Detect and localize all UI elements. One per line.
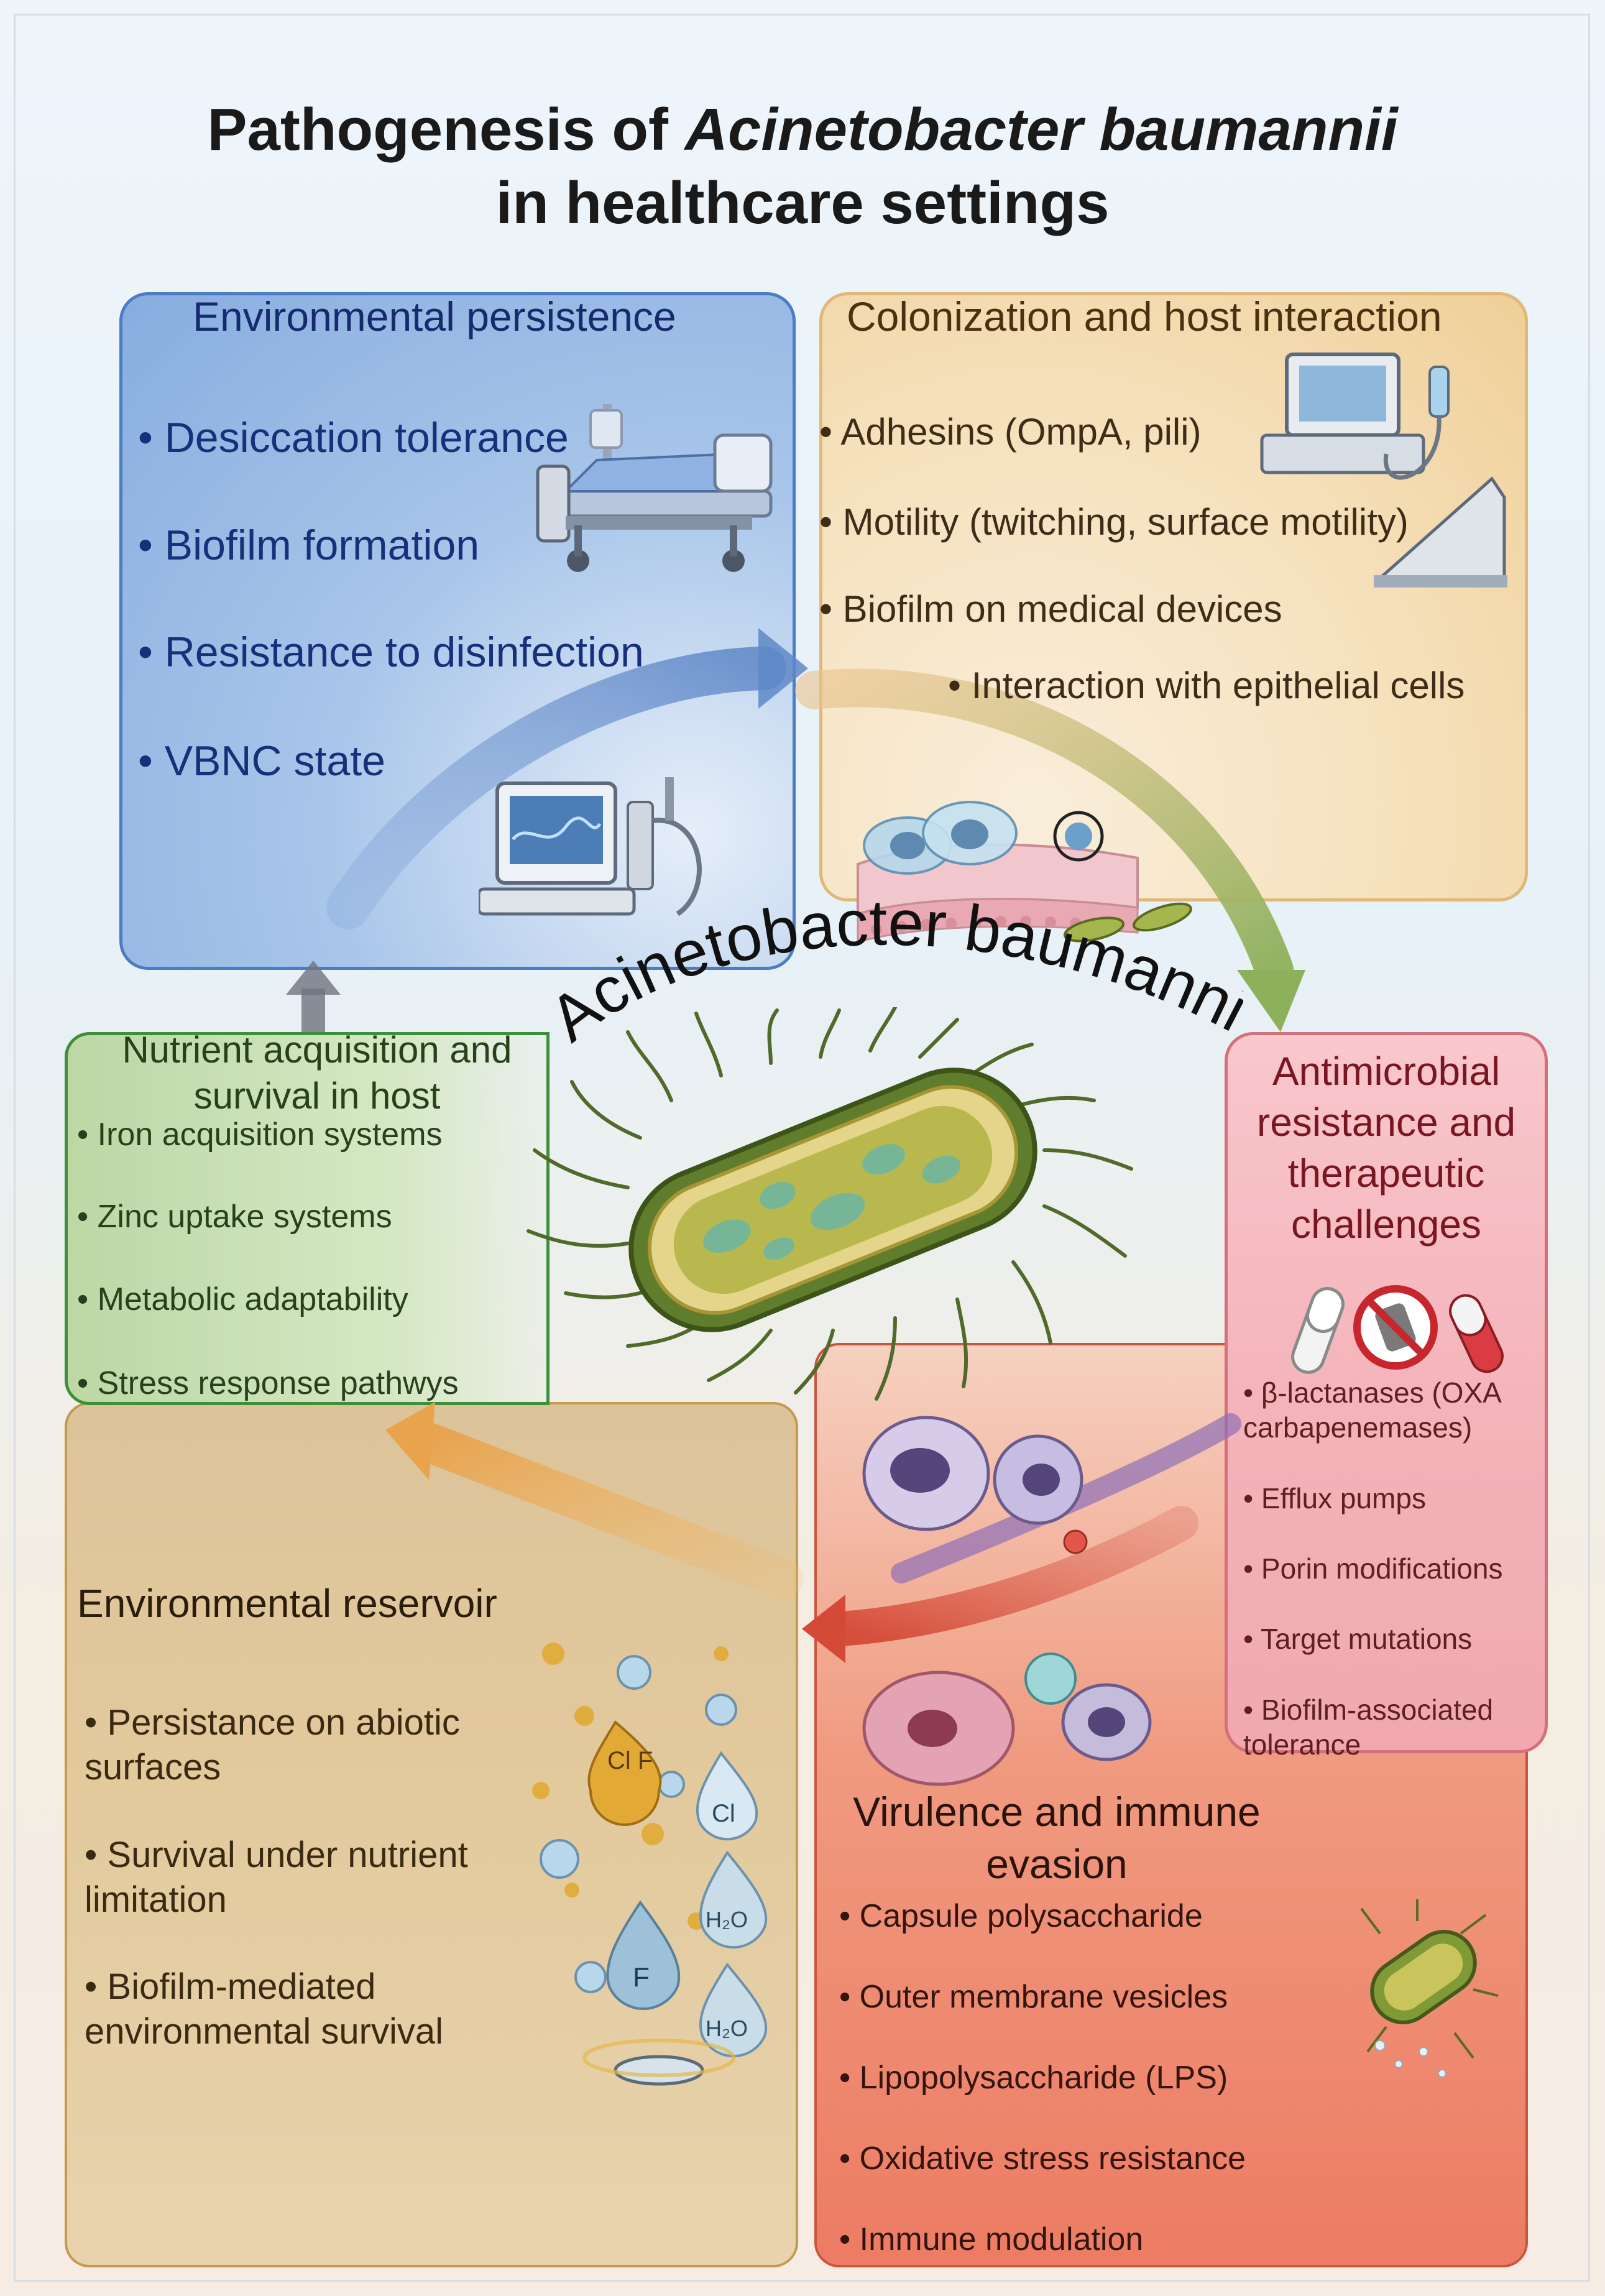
reservoir-item: • Biofilm-mediated environmental surviva…: [85, 1966, 444, 2052]
amr-item: • Biofilm-associated tolerance: [1243, 1694, 1494, 1761]
no-drug-icon: [1353, 1285, 1438, 1370]
panel-nutrient-acquisition: [65, 1032, 550, 1405]
water-droplet-icon: Cl F Cl H₂O F H₂O: [532, 1643, 768, 2086]
antibiotic-capsule-icon: [1291, 1287, 1345, 1374]
virulence-item: • Lipopolysaccharide (LPS): [839, 2060, 1228, 2096]
droplet-label: H₂O: [706, 1907, 748, 1932]
virulence-item: • Immune modulation: [839, 2221, 1144, 2257]
amr-heading: Antimicrobial resistance and therapeutic…: [1256, 1049, 1516, 1247]
bacterium-icon: [1063, 902, 1192, 943]
env-persistence-heading: Environmental persistence: [193, 293, 676, 339]
env-persistence-item: • Resistance to disinfection: [138, 629, 644, 676]
virulence-heading: Virulence and immune evasion: [853, 1789, 1261, 1887]
panel-environmental-persistence: [119, 292, 796, 970]
nutrient-heading: Nutrient acquisition and survival in hos…: [122, 1029, 512, 1117]
bacterium-icon: [1360, 1899, 1499, 2078]
env-persistence-item: • VBNC state: [138, 737, 385, 785]
outer-frame: [14, 14, 1590, 2282]
amr-item: • β-lactanases (OXA carbapenemases): [1243, 1376, 1501, 1444]
arrow-persistence-to-colonization: [326, 628, 808, 929]
immune-cell-icon: [862, 1416, 1088, 1554]
droplet-label: Cl: [712, 1800, 735, 1827]
title-species: Acinetobacter baumannii: [684, 96, 1398, 163]
colonization-item: • Motility (twitching, surface motility): [819, 501, 1409, 543]
arrow-reservoir-to-nutrient: [385, 1402, 803, 1599]
reservoir-item: • Persistance on abiotic surfaces: [85, 1702, 460, 1787]
center-species-label: Acinetobacter baumannii: [559, 883, 1243, 1055]
medical-monitor-icon: [479, 777, 702, 916]
amr-item: • Target mutations: [1243, 1623, 1473, 1655]
diagram-title: Pathogenesis of Acinetobacter baumannii …: [0, 93, 1605, 240]
amr-item: • Porin modifications: [1243, 1552, 1503, 1585]
nutrient-item: • Iron acquisition systems: [77, 1117, 443, 1153]
center-species-text: Acinetobacter baumannii: [559, 883, 1243, 1055]
arrow-amr-to-reservoir: [802, 1506, 1198, 1663]
ventilator-icon: [1260, 353, 1507, 588]
virulence-item: • Outer membrane vesicles: [839, 1979, 1228, 2015]
droplet-label: Cl F: [607, 1747, 653, 1774]
droplet-label: F: [633, 1962, 650, 1993]
title-line-2: in healthcare settings: [495, 170, 1110, 236]
virulence-item: • Capsule polysaccharide: [839, 1898, 1203, 1934]
antibiotic-capsule-icon: [1449, 1294, 1504, 1373]
nutrient-item: • Zinc uptake systems: [77, 1199, 392, 1235]
title-prefix: Pathogenesis of: [207, 96, 685, 163]
colonization-item: • Biofilm on medical devices: [819, 588, 1282, 630]
bacterium-icon: [527, 1007, 1133, 1401]
title-line-1: Pathogenesis of Acinetobacter baumannii: [0, 93, 1605, 167]
epithelial-cells-icon: [857, 801, 1139, 943]
nutrient-item: • Stress response pathwys: [77, 1365, 459, 1401]
droplet-label: H₂O: [706, 2016, 748, 2041]
colonization-item: • Interaction with epithelial cells: [948, 665, 1465, 706]
svg-text:Acinetobacter baumannii: Acinetobacter baumannii: [559, 883, 1243, 1055]
amr-item: • Efflux pumps: [1243, 1482, 1426, 1515]
env-persistence-item: • Desiccation tolerance: [138, 414, 569, 461]
nutrient-item: • Metabolic adaptability: [77, 1281, 408, 1317]
colonization-heading: Colonization and host interaction: [847, 293, 1442, 339]
env-persistence-item: • Biofilm formation: [138, 522, 480, 569]
arrow-colonization-to-resistance: [795, 668, 1305, 1032]
arrow-virulence-to-amr: [891, 1413, 1241, 1584]
virulence-item: • Oxidative stress resistance: [839, 2141, 1246, 2177]
immune-cell-icon: [862, 1653, 1152, 1786]
arrow-nutrient-to-persistence: [286, 961, 341, 1032]
panel-antimicrobial-resistance: [1225, 1032, 1548, 1753]
hospital-bed-icon: [536, 404, 773, 572]
reservoir-heading: Environmental reservoir: [77, 1581, 497, 1626]
colonization-item: • Adhesins (OmpA, pili): [819, 411, 1202, 453]
reservoir-item: • Survival under nutrient limitation: [85, 1835, 468, 1920]
